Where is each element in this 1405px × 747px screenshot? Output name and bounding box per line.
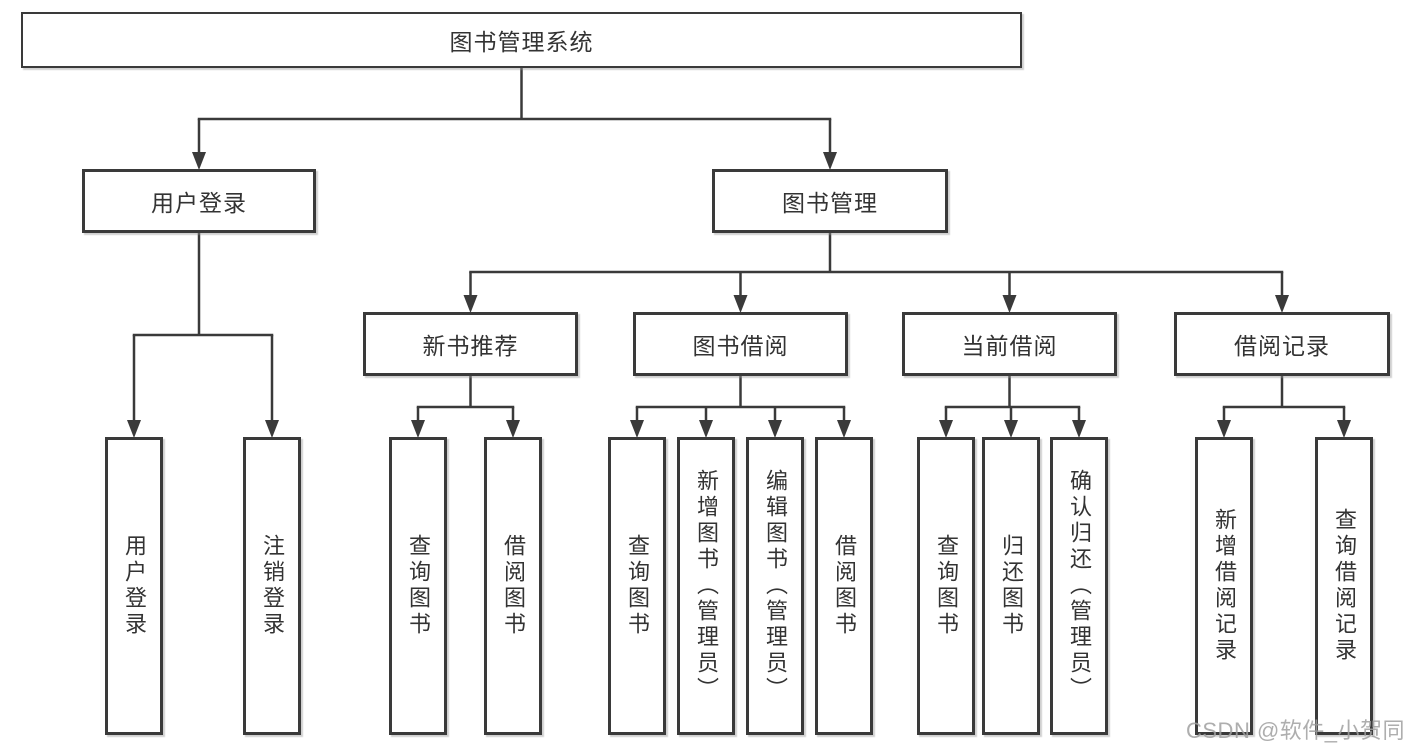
- node-add-borrow-record: 新增借阅记录: [1195, 437, 1253, 735]
- node-edit-book-admin: 编辑图书（管理员）: [746, 437, 804, 735]
- node-book-borrowing: 图书借阅: [633, 312, 848, 376]
- node-user-login: 用户登录: [82, 169, 316, 233]
- arrowhead-icon: [411, 420, 425, 438]
- node-root: 图书管理系统: [21, 12, 1022, 68]
- node-new-book-recommend: 新书推荐: [363, 312, 578, 376]
- node-user-login-leaf: 用户登录: [105, 437, 163, 735]
- node-query-books-3: 查询图书: [917, 437, 975, 735]
- node-label-confirm-return-admin: 确认归还（管理员）: [1067, 469, 1092, 703]
- node-label-borrow-books-1: 借阅图书: [501, 534, 526, 638]
- node-logout-leaf: 注销登录: [243, 437, 301, 735]
- node-borrow-books-1: 借阅图书: [484, 437, 542, 735]
- node-borrowing-records: 借阅记录: [1174, 312, 1390, 376]
- arrowhead-icon: [768, 420, 782, 438]
- node-label-query-books-2: 查询图书: [625, 534, 650, 638]
- node-label-add-book-admin: 新增图书（管理员）: [694, 469, 719, 703]
- arrowhead-icon: [1002, 295, 1017, 313]
- arrowhead-icon: [192, 152, 206, 170]
- node-query-borrow-record: 查询借阅记录: [1315, 437, 1373, 735]
- node-label-borrow-books-2: 借阅图书: [832, 534, 857, 638]
- node-label-user-login-leaf: 用户登录: [122, 534, 147, 638]
- watermark-text: CSDN @软件_小贺同学: [1186, 718, 1405, 743]
- arrowhead-icon: [1217, 420, 1231, 438]
- node-label-current-borrowing: 当前借阅: [961, 333, 1058, 359]
- node-label-user-login: 用户登录: [151, 190, 247, 216]
- arrowhead-icon: [506, 420, 520, 438]
- arrowhead-icon: [939, 420, 953, 438]
- node-label-query-books-1: 查询图书: [406, 534, 431, 638]
- arrowhead-icon: [823, 152, 837, 170]
- node-label-return-books: 归还图书: [999, 534, 1024, 638]
- node-label-root: 图书管理系统: [449, 29, 594, 55]
- arrowhead-icon: [1337, 420, 1351, 438]
- arrowhead-icon: [837, 420, 851, 438]
- node-book-management: 图书管理: [712, 169, 948, 233]
- node-query-books-1: 查询图书: [389, 437, 447, 735]
- node-label-add-borrow-record: 新增借阅记录: [1212, 508, 1237, 664]
- node-label-new-book-recommend: 新书推荐: [422, 333, 519, 359]
- node-current-borrowing: 当前借阅: [902, 312, 1117, 376]
- arrowhead-icon: [630, 420, 644, 438]
- node-label-book-borrowing: 图书借阅: [692, 333, 789, 359]
- arrowhead-icon: [1275, 295, 1289, 313]
- arrowhead-icon: [127, 420, 141, 438]
- node-borrow-books-2: 借阅图书: [815, 437, 873, 735]
- arrowhead-icon: [733, 295, 748, 313]
- arrowhead-icon: [1072, 420, 1086, 438]
- arrowhead-icon: [265, 420, 279, 438]
- node-label-query-books-3: 查询图书: [934, 534, 959, 638]
- node-label-query-borrow-record: 查询借阅记录: [1332, 508, 1357, 664]
- node-label-borrowing-records: 借阅记录: [1234, 333, 1330, 359]
- node-label-logout-leaf: 注销登录: [260, 534, 285, 638]
- arrowhead-icon: [1004, 420, 1018, 438]
- node-return-books: 归还图书: [982, 437, 1040, 735]
- node-add-book-admin: 新增图书（管理员）: [677, 437, 735, 735]
- arrowhead-icon: [463, 295, 478, 313]
- node-query-books-2: 查询图书: [608, 437, 666, 735]
- node-label-edit-book-admin: 编辑图书（管理员）: [763, 469, 788, 703]
- node-label-book-management: 图书管理: [782, 190, 878, 216]
- arrowhead-icon: [699, 420, 713, 438]
- node-confirm-return-admin: 确认归还（管理员）: [1050, 437, 1108, 735]
